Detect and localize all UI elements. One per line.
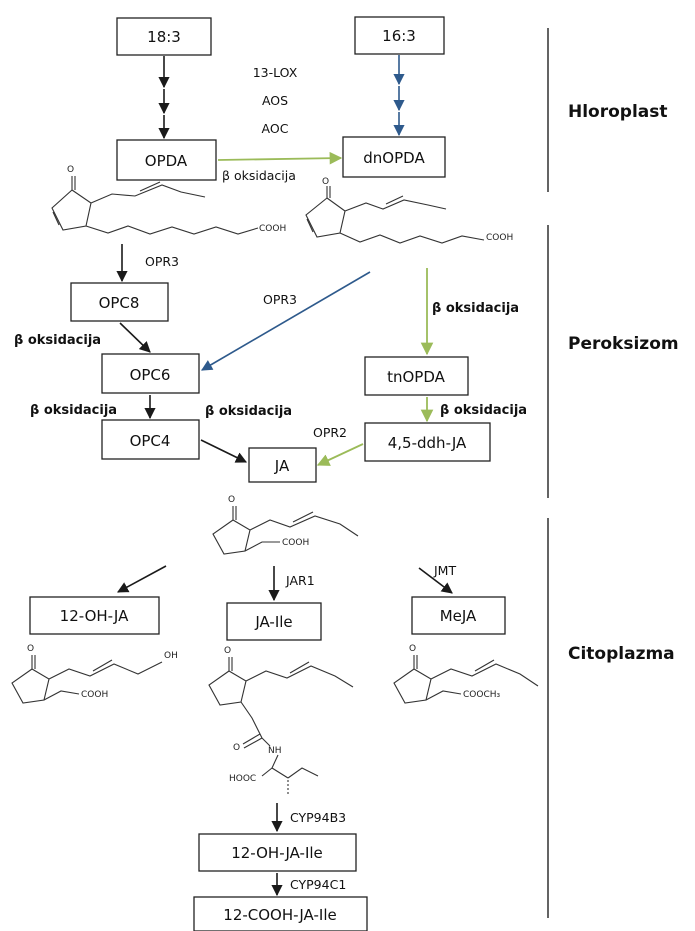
12-oh-ja-structure <box>11 655 163 704</box>
12-oh-ja-oh: OH <box>164 651 178 661</box>
svg-text:12-OH-JA: 12-OH-JA <box>60 607 129 625</box>
label-jmt: JMT <box>433 563 456 578</box>
box-opc8: OPC8 <box>70 282 169 322</box>
ja-ile-hooc: HOOC <box>229 774 256 784</box>
box-12-cooh-ja-ile: 12-COOH-JA-Ile <box>193 896 368 931</box>
label-beta-ox-5: β oksidacija <box>432 301 519 316</box>
box-16-3: 16:3 <box>354 16 445 55</box>
label-beta-ox-2: β oksidacija <box>14 333 101 348</box>
12-oh-ja-cooh: COOH <box>81 690 108 700</box>
ja-ile-nh: NH <box>268 746 282 756</box>
ja-ile-structure <box>208 657 354 796</box>
ja-o-atom: O <box>228 495 235 505</box>
box-4-5-ddh-ja: 4,5-ddh-JA <box>364 422 491 462</box>
arrow-ja-to-12-oh-ja <box>117 565 167 593</box>
compartment-cytoplasm: Citoplazma <box>568 644 675 664</box>
svg-text:4,5-ddh-JA: 4,5-ddh-JA <box>388 434 467 452</box>
box-12-oh-ja: 12-OH-JA <box>29 596 160 635</box>
meja-structure <box>393 655 539 704</box>
svg-text:JA-Ile: JA-Ile <box>254 613 292 631</box>
svg-text:tnOPDA: tnOPDA <box>387 368 446 386</box>
svg-text:OPC4: OPC4 <box>130 432 171 450</box>
label-opr2: OPR2 <box>313 425 347 440</box>
dnopda-structure <box>305 186 485 244</box>
label-opr3-2: OPR3 <box>263 292 297 307</box>
arrow-opc8-to-opc6 <box>119 322 151 353</box>
dnopda-cooh: COOH <box>486 233 513 243</box>
label-aoc: AOC <box>262 121 289 136</box>
arrow-ja-to-meja <box>418 567 453 594</box>
ja-ile-o-atom: O <box>224 646 231 656</box>
svg-text:12-COOH-JA-Ile: 12-COOH-JA-Ile <box>223 906 336 924</box>
box-opc4: OPC4 <box>101 419 200 460</box>
label-jar1: JAR1 <box>285 573 315 588</box>
arrow-opc4-to-ja <box>200 439 248 463</box>
svg-text:OPC6: OPC6 <box>130 366 171 384</box>
box-18-3: 18:3 <box>116 17 212 56</box>
opda-cooh: COOH <box>259 224 286 234</box>
label-beta-ox-3: β oksidacija <box>30 403 117 418</box>
12-oh-ja-o-atom: O <box>27 644 34 654</box>
box-meja: MeJA <box>411 596 506 635</box>
svg-text:18:3: 18:3 <box>147 28 181 46</box>
label-beta-ox-6: β oksidacija <box>440 403 527 418</box>
arrow-ddh-ja-to-ja <box>316 443 364 466</box>
meja-cooch3: COOCH₃ <box>463 690 501 700</box>
label-beta-ox-1: β oksidacija <box>222 168 296 183</box>
ja-structure <box>212 506 359 555</box>
label-beta-ox-4: β oksidacija <box>205 404 292 419</box>
svg-text:dnOPDA: dnOPDA <box>363 149 425 167</box>
box-ja-ile: JA-Ile <box>226 602 322 641</box>
ja-cooh: COOH <box>282 538 309 548</box>
box-opc6: OPC6 <box>101 353 200 394</box>
ja-ile-amide-o: O <box>233 743 240 753</box>
label-aos: AOS <box>262 93 288 108</box>
compartment-chloroplast: Hloroplast <box>568 102 668 122</box>
label-13-lox: 13-LOX <box>253 65 298 80</box>
svg-text:JA: JA <box>274 457 290 475</box>
opda-o-atom: O <box>67 165 74 175</box>
svg-text:OPC8: OPC8 <box>99 294 140 312</box>
svg-text:OPDA: OPDA <box>145 152 188 170</box>
box-dnopda: dnOPDA <box>342 136 446 178</box>
label-cyp94b3: CYP94B3 <box>290 810 346 825</box>
box-12-oh-ja-ile: 12-OH-JA-Ile <box>198 833 357 872</box>
compartment-peroxisome: Peroksizom <box>568 334 679 354</box>
box-ja: JA <box>248 447 317 483</box>
box-opda: OPDA <box>116 139 217 181</box>
label-opr3-1: OPR3 <box>145 254 179 269</box>
dnopda-o-atom: O <box>322 177 329 187</box>
box-tnopda: tnOPDA <box>364 356 469 396</box>
meja-o-atom: O <box>409 644 416 654</box>
opda-structure <box>51 176 259 235</box>
svg-text:12-OH-JA-Ile: 12-OH-JA-Ile <box>231 844 323 862</box>
arrow-dnopda-to-opc6 <box>201 271 371 371</box>
svg-text:MeJA: MeJA <box>440 607 477 625</box>
svg-text:16:3: 16:3 <box>382 27 416 45</box>
label-cyp94c1: CYP94C1 <box>290 877 346 892</box>
arrow-opda-to-dnopda <box>217 151 343 165</box>
